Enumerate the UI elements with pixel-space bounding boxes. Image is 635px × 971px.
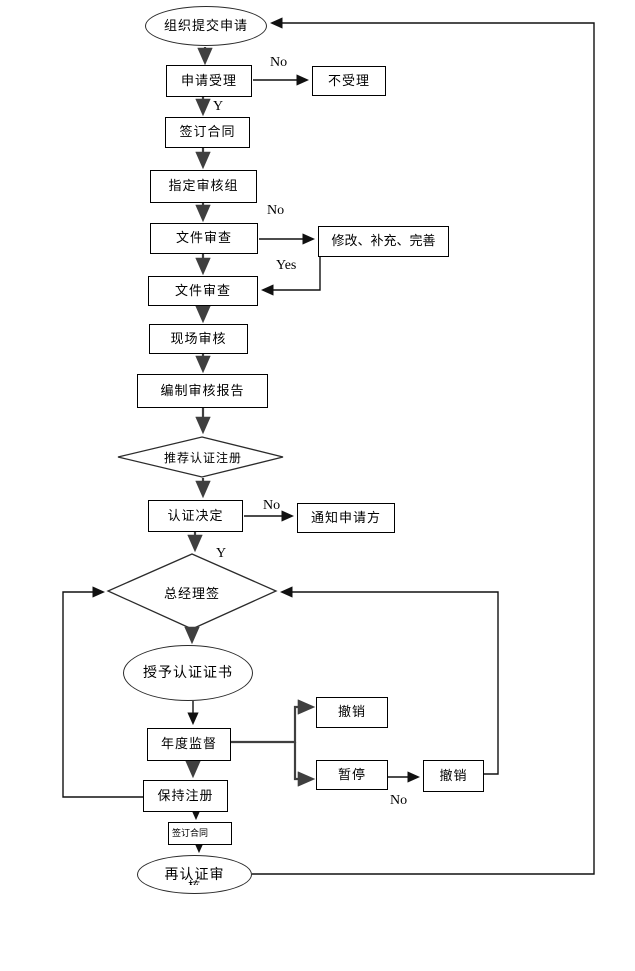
node-doc-review1-label: 文件审查 xyxy=(175,230,232,246)
node-grant-cert: 授予认证证书 xyxy=(123,645,253,701)
node-suspend: 暂停 xyxy=(316,760,388,790)
edge-branch-to-revoke1 xyxy=(230,699,316,744)
edge-label-no-suspend: No xyxy=(390,793,408,808)
node-revise-label: 修改、补充、完善 xyxy=(331,233,436,249)
node-accept: 申请受理 xyxy=(166,65,252,97)
node-revoke1: 撤销 xyxy=(316,697,388,728)
edge-label-no-decision: No xyxy=(263,498,281,513)
edge-recert-loop-to-start xyxy=(252,17,595,875)
node-keep-registration: 保持注册 xyxy=(143,780,228,812)
edge-label-y-decision: Y xyxy=(216,546,227,561)
node-reject: 不受理 xyxy=(312,66,386,96)
edge-keep-loop-to-gmsign xyxy=(62,586,143,798)
node-recert: 再认证审 核 xyxy=(137,855,252,894)
edge-label-y-accept: Y xyxy=(213,99,224,114)
node-annual-supervision: 年度监督 xyxy=(147,728,231,761)
diamond-recommend xyxy=(117,436,284,478)
node-revoke1-label: 撤销 xyxy=(337,704,366,720)
node-revise: 修改、补充、完善 xyxy=(318,226,449,257)
node-keep-registration-label: 保持注册 xyxy=(157,787,214,803)
edge-label-no-accept: No xyxy=(270,55,288,70)
node-assign-team: 指定审核组 xyxy=(150,170,257,203)
node-revoke2-label: 撤销 xyxy=(439,767,468,783)
node-gm-sign-label: 总经理签 xyxy=(163,586,220,601)
node-assign-team-label: 指定审核组 xyxy=(168,178,239,194)
node-grant-cert-label: 授予认证证书 xyxy=(143,664,233,681)
edge-label-no-docreview: No xyxy=(267,203,285,218)
node-notify-label: 通知申请方 xyxy=(310,509,381,525)
node-recommend-label: 推荐认证注册 xyxy=(163,451,242,465)
node-audit-report-label: 编制审核报告 xyxy=(160,382,245,398)
edge-revise-to-docreview2 xyxy=(260,257,321,296)
node-suspend-label: 暂停 xyxy=(337,766,366,782)
node-annual-supervision-label: 年度监督 xyxy=(160,736,217,752)
node-contract1-label: 签订合同 xyxy=(179,124,236,140)
node-site-audit: 现场审核 xyxy=(149,324,248,354)
node-recert-clipped-text: 核 xyxy=(138,880,251,885)
node-site-audit-label: 现场审核 xyxy=(170,330,227,346)
node-doc-review2: 文件审查 xyxy=(148,276,258,306)
node-accept-label: 申请受理 xyxy=(180,72,237,88)
node-decision: 认证决定 xyxy=(148,500,243,532)
edge-branch-to-suspend xyxy=(293,742,316,787)
node-recert-label: 再认证审 xyxy=(164,865,225,882)
node-decision-label: 认证决定 xyxy=(167,507,224,523)
node-contract1: 签订合同 xyxy=(165,117,250,148)
node-reject-label: 不受理 xyxy=(327,72,370,88)
node-contract2-label: 签订合同 xyxy=(172,827,209,838)
node-doc-review2-label: 文件审查 xyxy=(174,282,231,298)
node-start-label: 组织提交申请 xyxy=(163,17,248,33)
node-revoke2: 撤销 xyxy=(423,760,484,792)
node-notify: 通知申请方 xyxy=(297,503,395,533)
edge-label-yes-revise: Yes xyxy=(276,258,297,273)
node-audit-report: 编制审核报告 xyxy=(137,374,268,408)
node-doc-review1: 文件审查 xyxy=(150,223,258,254)
node-start: 组织提交申请 xyxy=(145,6,267,46)
node-contract2: 签订合同 xyxy=(168,822,232,845)
edge-revoke2-loop-to-gmsign xyxy=(279,586,499,775)
